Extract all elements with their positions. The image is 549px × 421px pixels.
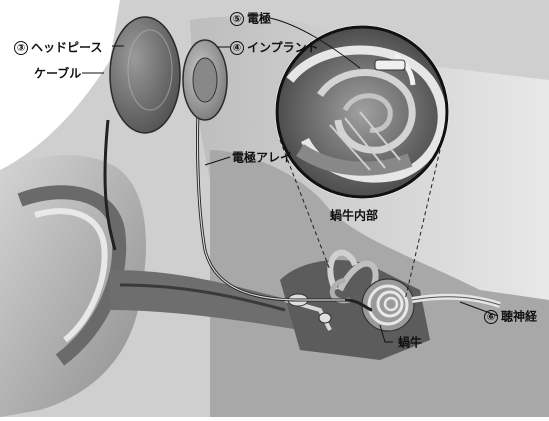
label-text: 電極アレイ [232, 151, 292, 165]
number-badge: ③ [14, 41, 28, 55]
label-cochlea-inside: 蝸牛内部 [330, 208, 378, 223]
label-cochlea: 蝸牛 [398, 335, 422, 350]
label-cable: ケーブル [34, 66, 81, 81]
implant-disc-icon [183, 40, 227, 120]
cochlea-spiral-icon [362, 279, 414, 331]
label-text: 電極 [247, 12, 271, 26]
label-text: 蝸牛 [398, 336, 422, 350]
label-text: インプラント [247, 41, 319, 55]
number-badge: ⑥ [484, 310, 498, 324]
label-electrode-array: 電極アレイ [232, 150, 292, 165]
headpiece-disc-icon [110, 17, 180, 133]
label-text: ケーブル [34, 67, 81, 81]
number-badge: ⑤ [230, 12, 244, 26]
label-text: 蝸牛内部 [330, 209, 378, 223]
label-text: 聴神経 [501, 310, 537, 324]
number-badge: ④ [230, 41, 244, 55]
label-text: ヘッドピース [31, 41, 102, 55]
